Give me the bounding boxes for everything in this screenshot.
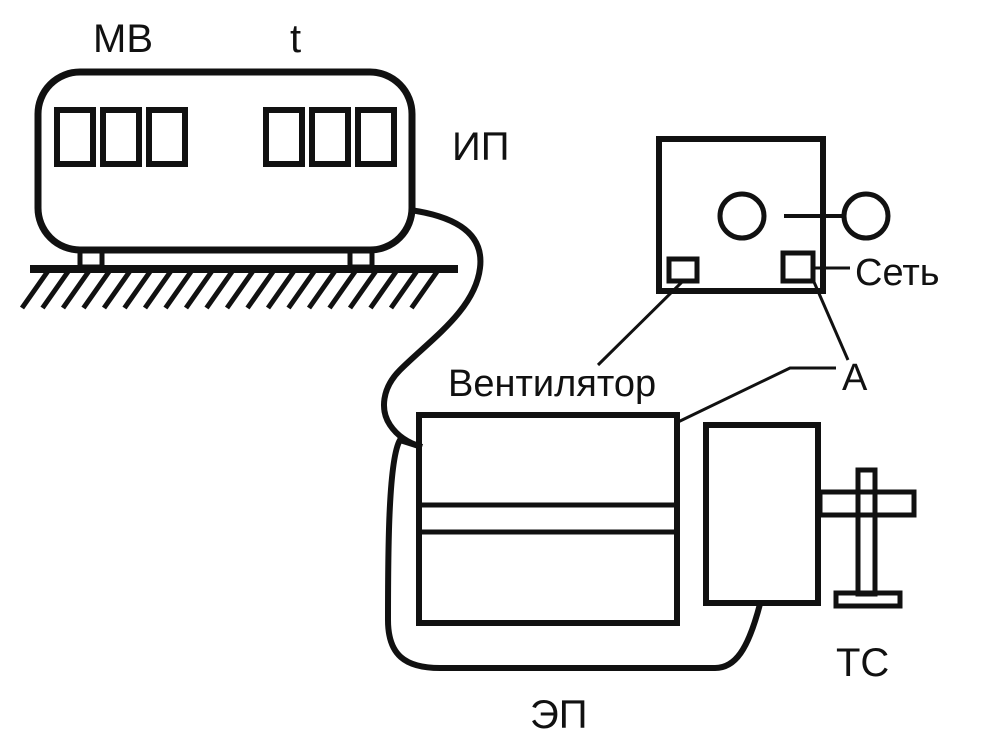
hatch-line	[224, 269, 256, 310]
label-ts: ТС	[836, 641, 889, 685]
a-leader-line-panel	[812, 281, 850, 361]
motor-housing	[416, 412, 680, 626]
label-set: Сеть	[855, 252, 940, 294]
motor-cable-loop	[384, 436, 763, 671]
shaft-stand-base	[833, 590, 903, 609]
a-leader-line-motor	[677, 366, 836, 424]
hatch-line	[347, 269, 379, 310]
label-t: t	[290, 17, 301, 61]
ground-surface	[19, 265, 458, 310]
t-display-digit-1	[263, 107, 305, 167]
output-shaft	[817, 489, 917, 518]
hatch-line	[40, 269, 71, 310]
mb-display-digit-2	[100, 107, 142, 167]
hatch-line	[265, 269, 297, 310]
hatch-line	[286, 269, 317, 310]
gearbox-block	[703, 422, 821, 606]
shaft-stand-post	[855, 467, 878, 597]
hatch-line	[306, 269, 338, 310]
hatch-line	[183, 269, 215, 310]
mb-display-digit-3	[146, 107, 188, 167]
hatch-line	[19, 269, 51, 310]
sensor-cable	[381, 207, 484, 450]
hatch-line	[81, 269, 112, 310]
hatch-line	[368, 269, 399, 310]
hatch-line	[122, 269, 153, 310]
hatch-line	[204, 269, 235, 310]
hatch-line	[142, 269, 174, 310]
hatch-line	[163, 269, 194, 310]
ground-hatching	[19, 269, 440, 310]
control-panel	[656, 136, 891, 294]
mb-display-digit-1	[54, 107, 96, 167]
ventilator-switch	[666, 256, 700, 284]
hatch-line	[101, 269, 133, 310]
electric-drive	[416, 412, 917, 626]
label-ip: ИП	[452, 125, 510, 169]
hatch-line	[327, 269, 358, 310]
mains-switch	[780, 250, 816, 284]
hatch-line	[388, 269, 420, 310]
label-ep: ЭП	[530, 693, 588, 737]
t-display-digit-2	[309, 107, 351, 167]
indicator-lamp-left	[717, 191, 767, 241]
label-ventilator: Вентилятор	[448, 363, 656, 405]
label-mb: МВ	[93, 17, 153, 61]
t-display-digit-3	[355, 107, 397, 167]
hatch-line	[60, 269, 92, 310]
hatch-line	[409, 269, 440, 310]
hatch-line	[245, 269, 276, 310]
ventilator-leader-line	[596, 279, 685, 367]
instrument-body	[34, 68, 416, 254]
measuring-instrument	[34, 68, 416, 270]
label-a: А	[842, 357, 868, 399]
indicator-lamp-right	[841, 191, 891, 241]
